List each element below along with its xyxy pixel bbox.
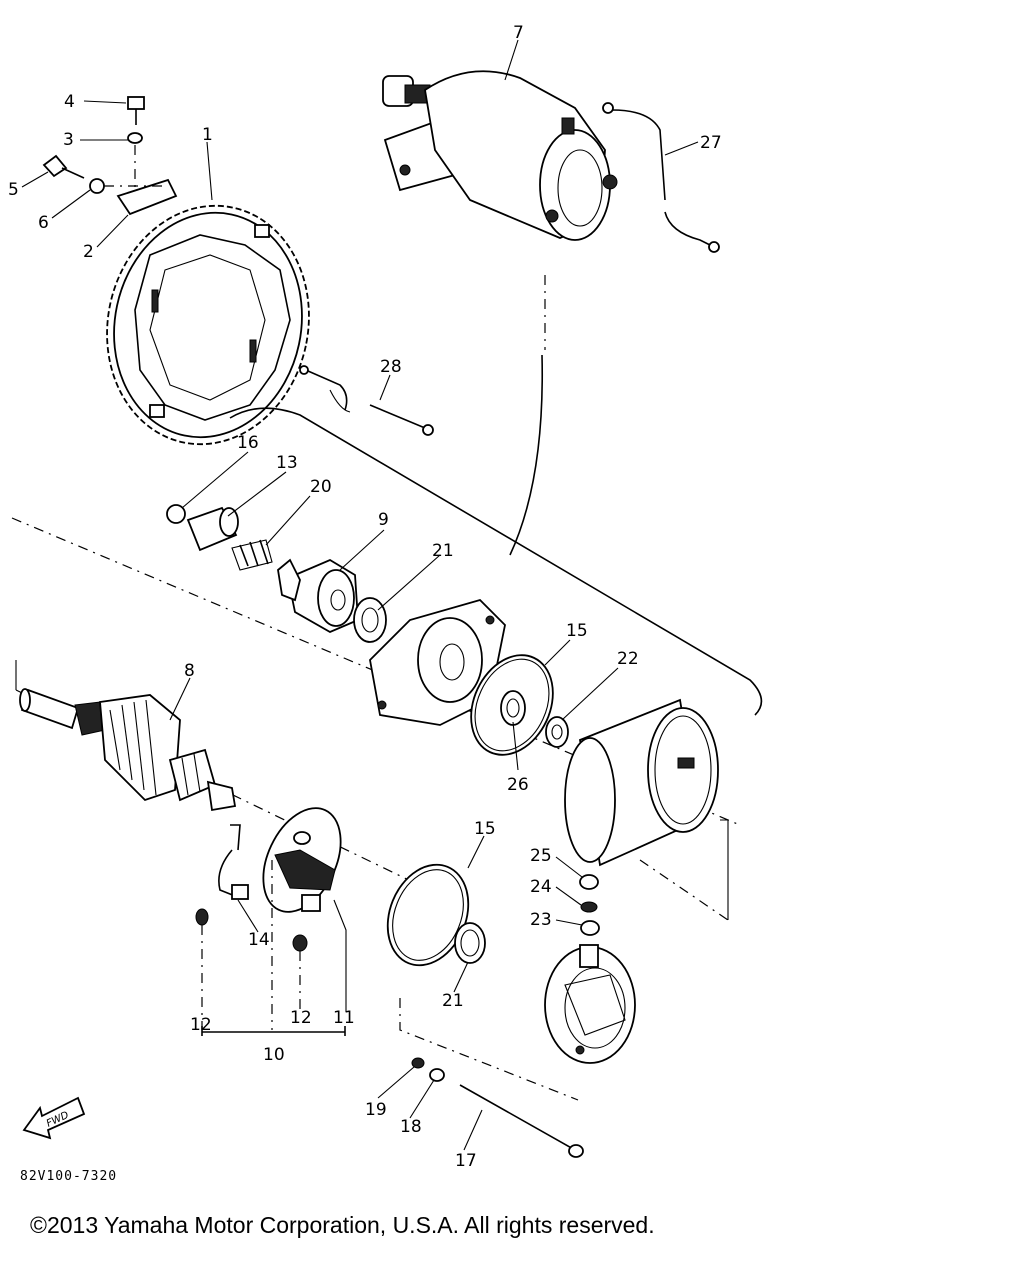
callout-8: 8 bbox=[184, 661, 195, 681]
callout-18: 18 bbox=[400, 1117, 422, 1137]
callout-12-left: 12 bbox=[190, 1015, 212, 1035]
starter-motor bbox=[382, 70, 618, 241]
housing-bracket-right bbox=[720, 819, 729, 920]
housing-outline-upper bbox=[229, 407, 763, 716]
brush-holder bbox=[195, 807, 347, 1036]
callout-28: 28 bbox=[380, 357, 402, 377]
callout-21-lower: 21 bbox=[442, 991, 464, 1011]
lead-wire-28 bbox=[299, 365, 434, 436]
copyright-notice: ©2013 Yamaha Motor Corporation, U.S.A. A… bbox=[30, 1212, 655, 1238]
callout-13: 13 bbox=[276, 453, 298, 473]
gear-parts-row bbox=[166, 504, 387, 643]
callout-20: 20 bbox=[310, 477, 332, 497]
callout-10: 10 bbox=[263, 1045, 285, 1065]
callout-4: 4 bbox=[64, 92, 75, 112]
callout-27: 27 bbox=[700, 133, 722, 153]
callout-15-upper: 15 bbox=[566, 621, 588, 641]
leader-lines bbox=[21, 39, 699, 1151]
callout-16: 16 bbox=[237, 433, 259, 453]
callout-17: 17 bbox=[455, 1151, 477, 1171]
callout-3: 3 bbox=[63, 130, 74, 150]
callout-12-right: 12 bbox=[290, 1008, 312, 1028]
callout-11: 11 bbox=[333, 1008, 355, 1028]
callout-24: 24 bbox=[530, 877, 552, 897]
starter-sprocket bbox=[106, 204, 310, 446]
callout-26: 26 bbox=[507, 775, 529, 795]
drawing-code: 82V100-7320 bbox=[20, 1169, 117, 1184]
o-ring-lower bbox=[386, 863, 486, 967]
yoke-cylinder bbox=[564, 698, 719, 867]
callout-1: 1 bbox=[202, 125, 213, 145]
fwd-arrow-icon: FWD bbox=[22, 1096, 86, 1140]
callout-19: 19 bbox=[365, 1100, 387, 1120]
callout-23: 23 bbox=[530, 910, 552, 930]
callout-7: 7 bbox=[513, 23, 524, 43]
lead-wire-27 bbox=[602, 102, 720, 253]
housing-arc bbox=[509, 354, 544, 556]
callout-9: 9 bbox=[378, 510, 389, 530]
bracket-parts bbox=[42, 96, 178, 216]
armature bbox=[19, 688, 237, 812]
callout-2: 2 bbox=[83, 242, 94, 262]
callout-22: 22 bbox=[617, 649, 639, 669]
o-ring-upper bbox=[470, 654, 569, 756]
callout-21-upper: 21 bbox=[432, 541, 454, 561]
callout-14: 14 bbox=[248, 930, 270, 950]
rear-cover bbox=[544, 874, 636, 1064]
through-bolt-parts bbox=[399, 998, 584, 1158]
front-cover bbox=[369, 598, 506, 726]
callout-15-lower: 15 bbox=[474, 819, 496, 839]
callout-6: 6 bbox=[38, 213, 49, 233]
callout-5: 5 bbox=[8, 180, 19, 200]
callout-25: 25 bbox=[530, 846, 552, 866]
